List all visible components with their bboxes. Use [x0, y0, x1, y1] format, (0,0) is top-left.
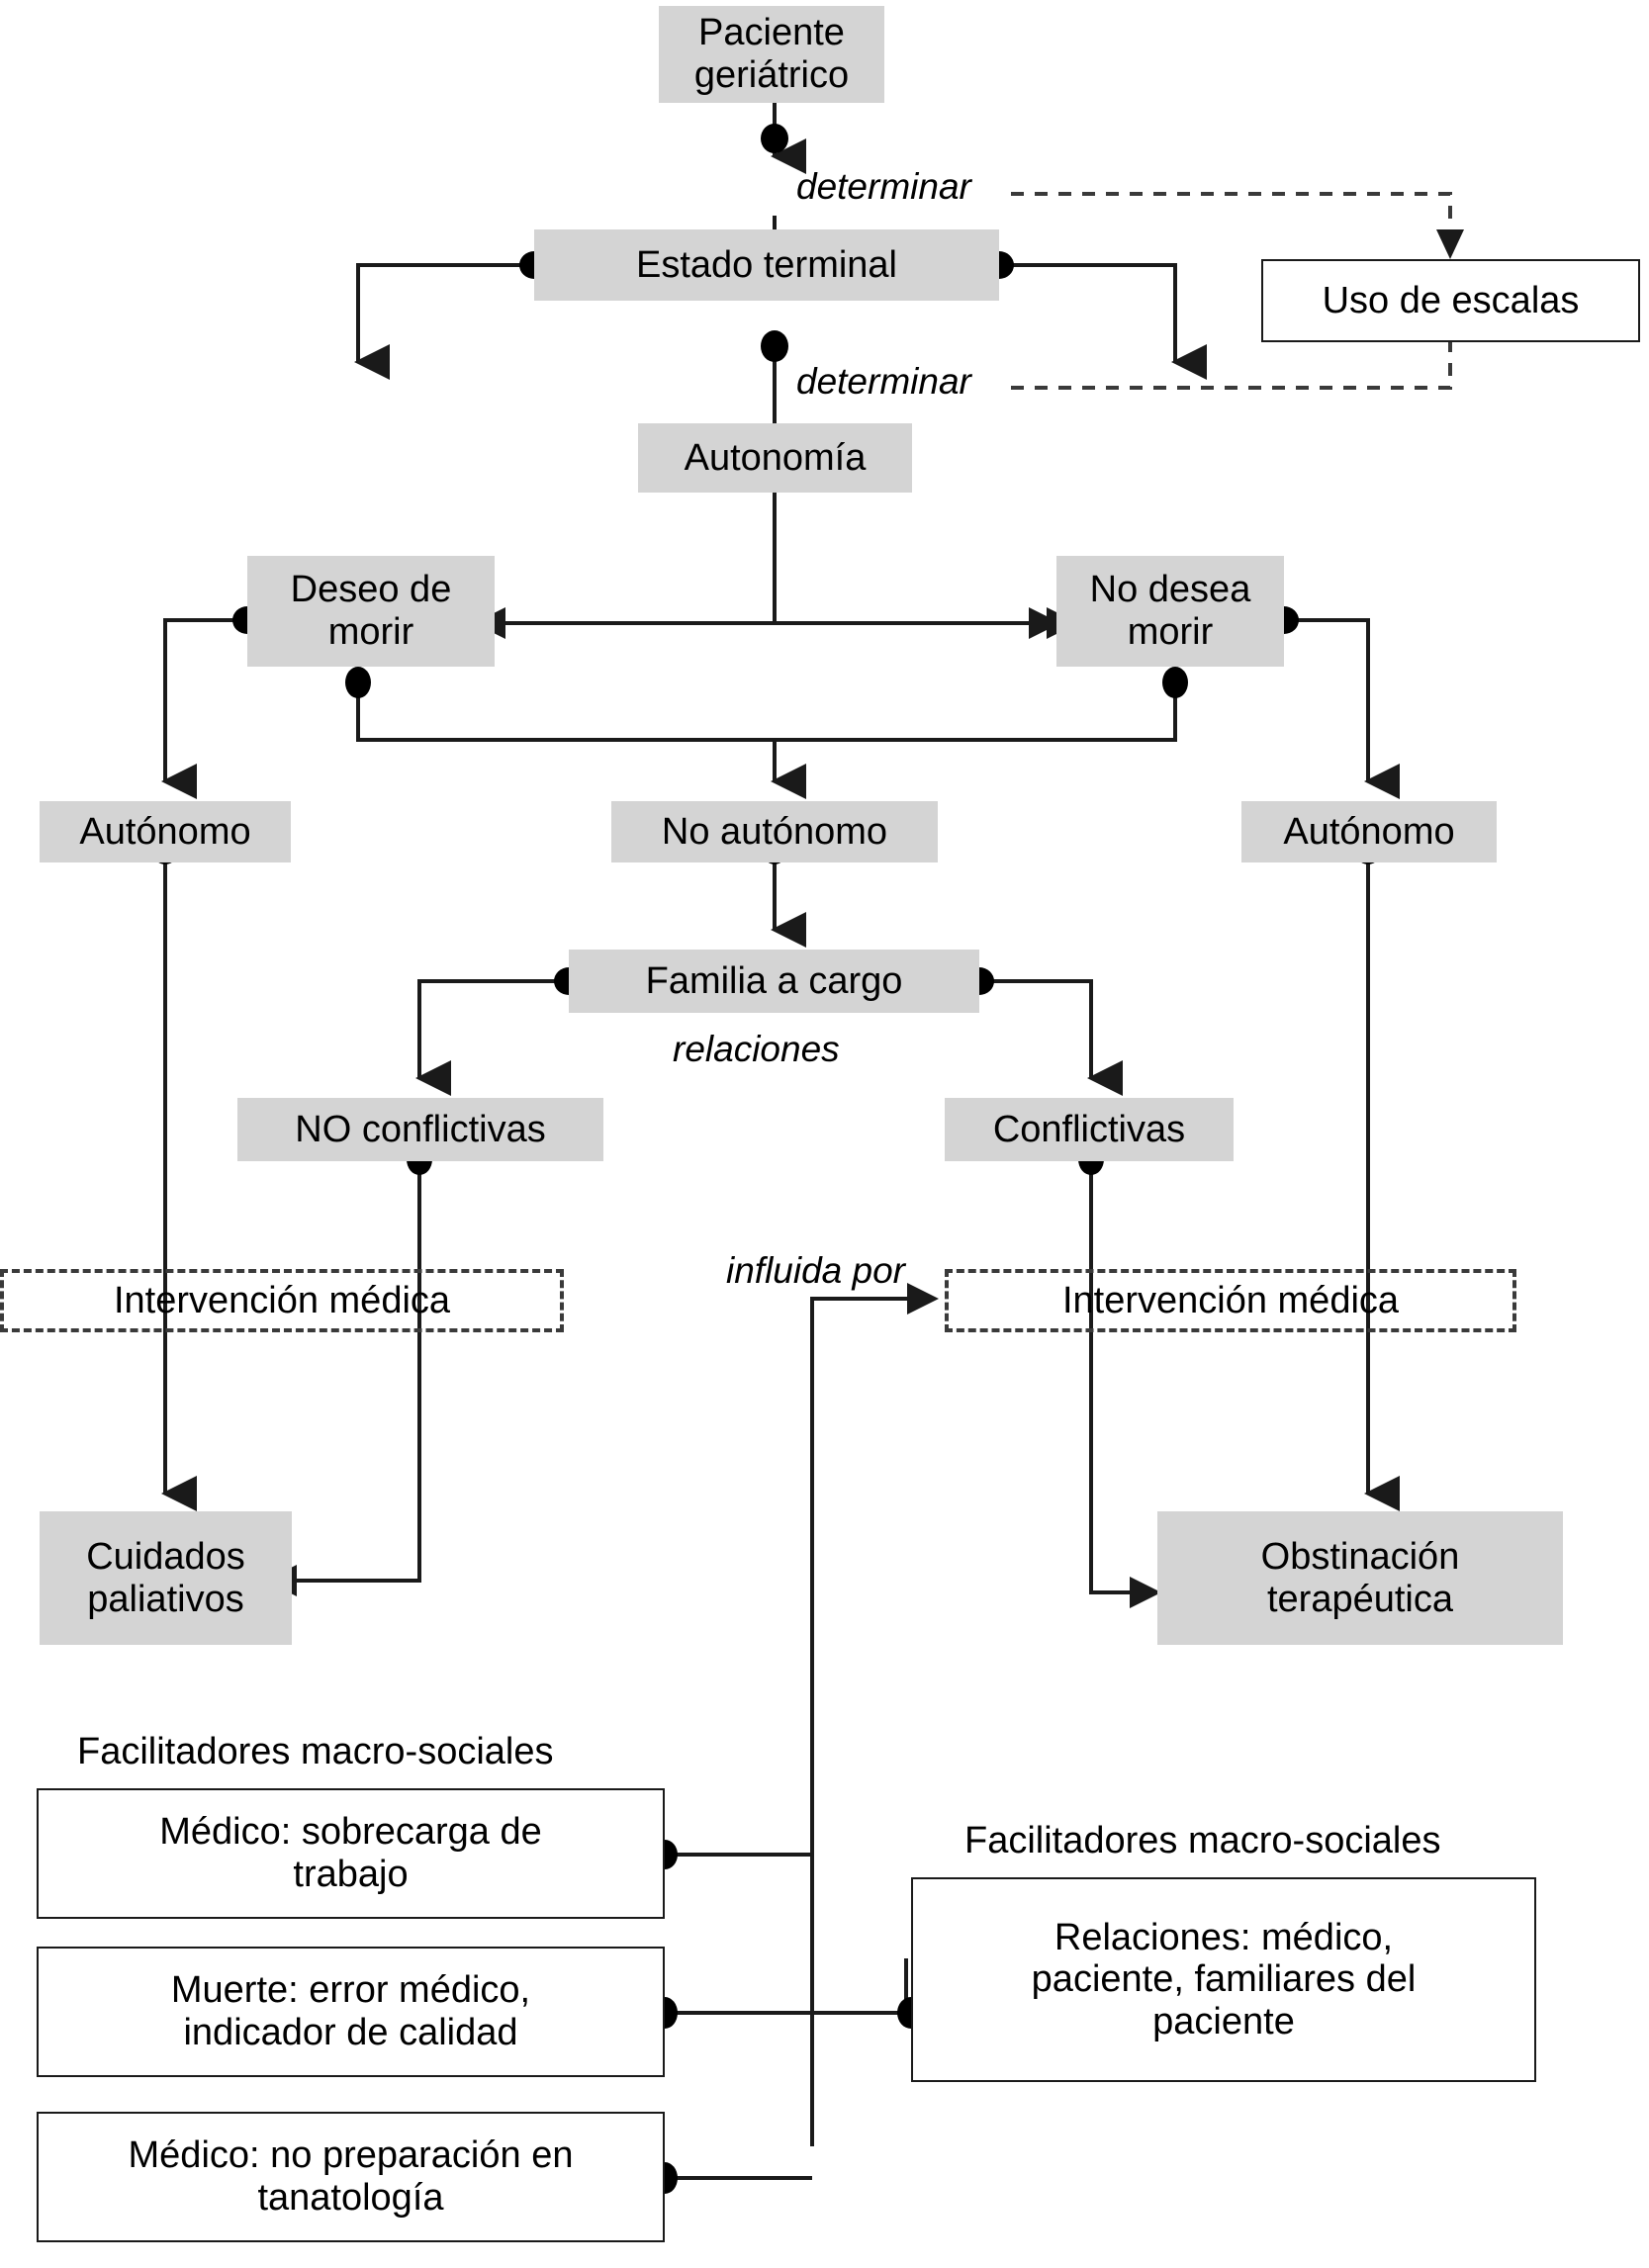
node-obstinacion-terapeutica[interactable]: Obstinación terapéutica: [1157, 1511, 1563, 1645]
node-facilitador-sobrecarga-trabajo[interactable]: Médico: sobrecarga de trabajo: [37, 1788, 665, 1919]
node-no-desea-morir[interactable]: No desea morir: [1056, 556, 1284, 667]
caption-facilitadores-macro-sociales-derecha: Facilitadores macro-sociales: [964, 1820, 1441, 1861]
edge-label-determinar-1: determinar: [796, 166, 971, 207]
node-conflictivas[interactable]: Conflictivas: [945, 1098, 1234, 1161]
edge-label-relaciones: relaciones: [673, 1029, 840, 1069]
node-autonomia[interactable]: Autonomía: [638, 423, 912, 493]
node-facilitador-tanatologia[interactable]: Médico: no preparación en tanatología: [37, 2112, 665, 2242]
caption-facilitadores-macro-sociales-izquierda: Facilitadores macro-sociales: [77, 1731, 554, 1772]
edge-label-influida-por: influida por: [726, 1250, 906, 1291]
node-intervencion-medica-izquierda[interactable]: Intervención médica: [0, 1269, 564, 1332]
node-familia-a-cargo[interactable]: Familia a cargo: [569, 950, 979, 1013]
node-paciente-geriatrico[interactable]: Paciente geriátrico: [659, 6, 884, 103]
node-intervencion-medica-derecha[interactable]: Intervención médica: [945, 1269, 1516, 1332]
node-no-conflictivas[interactable]: NO conflictivas: [237, 1098, 603, 1161]
node-no-autonomo[interactable]: No autónomo: [611, 801, 938, 862]
node-facilitador-relaciones[interactable]: Relaciones: médico, paciente, familiares…: [911, 1877, 1536, 2082]
node-facilitador-muerte-error-medico[interactable]: Muerte: error médico, indicador de calid…: [37, 1947, 665, 2077]
node-uso-de-escalas[interactable]: Uso de escalas: [1261, 259, 1640, 342]
node-estado-terminal[interactable]: Estado terminal: [534, 229, 999, 301]
node-deseo-de-morir[interactable]: Deseo de morir: [247, 556, 495, 667]
node-autonomo-izquierda[interactable]: Autónomo: [40, 801, 291, 862]
node-cuidados-paliativos[interactable]: Cuidados paliativos: [40, 1511, 292, 1645]
edge-label-determinar-2: determinar: [796, 361, 971, 402]
node-autonomo-derecha[interactable]: Autónomo: [1241, 801, 1497, 862]
